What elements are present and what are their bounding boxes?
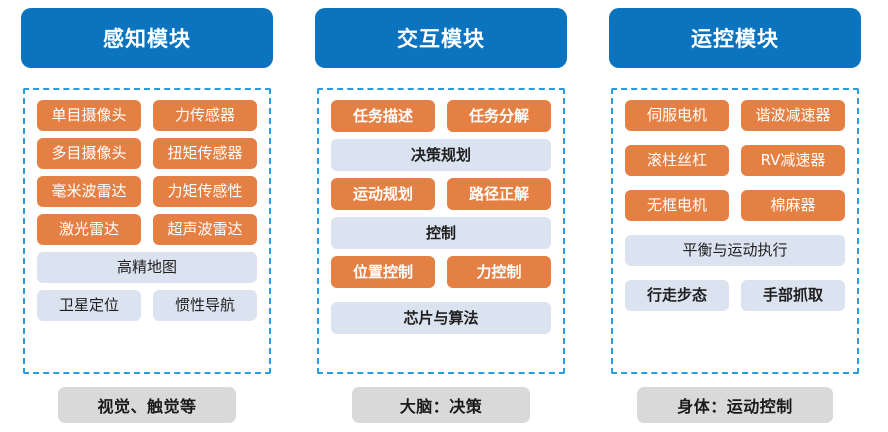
module-item-chip[interactable]: 路径正解 — [447, 178, 551, 210]
module-row: 控制 — [331, 217, 551, 249]
module-row: 激光雷达超声波雷达 — [37, 214, 257, 245]
module-item-chip[interactable]: 力控制 — [447, 256, 551, 288]
module-row: 运动规划路径正解 — [331, 178, 551, 210]
module-item-chip[interactable]: 决策规划 — [331, 139, 551, 171]
module-item-chip[interactable]: 毫米波雷达 — [37, 176, 141, 207]
module-row: 卫星定位惯性导航 — [37, 290, 257, 321]
module-header-motion-control[interactable]: 运控模块 — [609, 8, 861, 68]
module-item-chip[interactable]: 任务分解 — [447, 100, 551, 132]
module-row: 毫米波雷达力矩传感性 — [37, 176, 257, 207]
module-row: 位置控制力控制 — [331, 256, 551, 288]
module-row: 任务描述任务分解 — [331, 100, 551, 132]
module-item-chip[interactable]: 惯性导航 — [153, 290, 257, 321]
module-column-perception: 感知模块单目摄像头力传感器多目摄像头扭矩传感器毫米波雷达力矩传感性激光雷达超声波… — [0, 0, 294, 432]
module-caption-interaction: 大脑：决策 — [352, 387, 530, 423]
module-item-chip[interactable]: 多目摄像头 — [37, 138, 141, 169]
module-row: 决策规划 — [331, 139, 551, 171]
module-header-interaction[interactable]: 交互模块 — [315, 8, 567, 68]
module-caption-perception: 视觉、触觉等 — [58, 387, 236, 423]
module-item-chip[interactable]: 高精地图 — [37, 252, 257, 283]
module-row: 滚柱丝杠 RV减速器 — [625, 145, 845, 176]
module-caption-motion-control: 身体：运动控制 — [637, 387, 833, 423]
module-item-chip[interactable]: 谐波减速器 — [741, 100, 845, 131]
module-item-chip[interactable]: 运动规划 — [331, 178, 435, 210]
module-row: 多目摄像头扭矩传感器 — [37, 138, 257, 169]
module-item-chip[interactable]: RV减速器 — [741, 145, 845, 176]
module-item-chip[interactable]: 力矩传感性 — [153, 176, 257, 207]
module-column-interaction: 交互模块任务描述任务分解决策规划运动规划路径正解控制位置控制力控制芯片与算法大脑… — [294, 0, 588, 432]
module-items-box-interaction: 任务描述任务分解决策规划运动规划路径正解控制位置控制力控制芯片与算法 — [317, 88, 565, 374]
module-item-chip[interactable]: 单目摄像头 — [37, 100, 141, 131]
module-row: 平衡与运动执行 — [625, 235, 845, 266]
module-item-chip[interactable]: 位置控制 — [331, 256, 435, 288]
module-item-chip[interactable]: 滚柱丝杠 — [625, 145, 729, 176]
module-item-chip[interactable]: 扭矩传感器 — [153, 138, 257, 169]
module-item-chip[interactable]: 超声波雷达 — [153, 214, 257, 245]
module-item-chip[interactable]: 棉麻器 — [741, 190, 845, 221]
module-header-perception[interactable]: 感知模块 — [21, 8, 273, 68]
module-row: 单目摄像头力传感器 — [37, 100, 257, 131]
module-item-chip[interactable]: 芯片与算法 — [331, 302, 551, 334]
module-item-chip[interactable]: 力传感器 — [153, 100, 257, 131]
module-item-chip[interactable]: 伺服电机 — [625, 100, 729, 131]
module-item-chip[interactable]: 激光雷达 — [37, 214, 141, 245]
module-item-chip[interactable]: 卫星定位 — [37, 290, 141, 321]
module-row: 伺服电机谐波减速器 — [625, 100, 845, 131]
module-item-chip[interactable]: 任务描述 — [331, 100, 435, 132]
module-items-box-perception: 单目摄像头力传感器多目摄像头扭矩传感器毫米波雷达力矩传感性激光雷达超声波雷达高精… — [23, 88, 271, 374]
module-item-chip[interactable]: 无框电机 — [625, 190, 729, 221]
module-row: 芯片与算法 — [331, 302, 551, 334]
module-row: 行走步态手部抓取 — [625, 280, 845, 311]
module-row: 无框电机棉麻器 — [625, 190, 845, 221]
module-row: 高精地图 — [37, 252, 257, 283]
module-item-chip[interactable]: 行走步态 — [625, 280, 729, 311]
module-item-chip[interactable]: 平衡与运动执行 — [625, 235, 845, 266]
module-item-chip[interactable]: 控制 — [331, 217, 551, 249]
module-item-chip[interactable]: 手部抓取 — [741, 280, 845, 311]
